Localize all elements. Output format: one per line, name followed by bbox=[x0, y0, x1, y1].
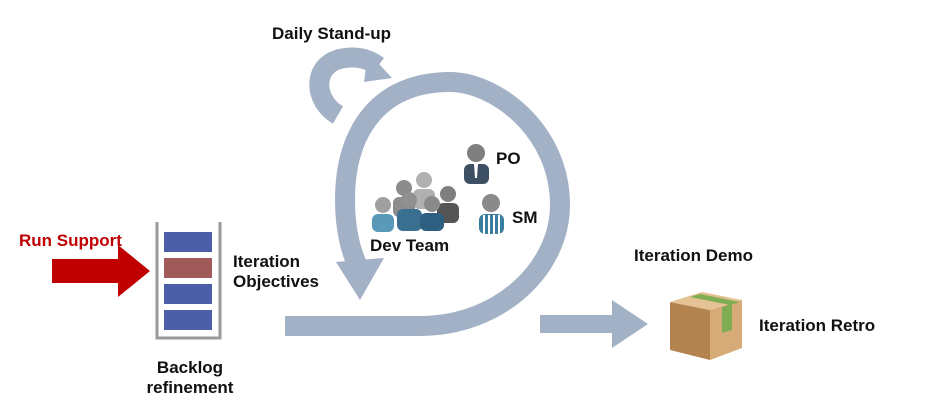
run-support-label: Run Support bbox=[19, 231, 122, 250]
iteration-objectives-line2: Objectives bbox=[233, 272, 319, 291]
backlog-refinement-label: Backlog refinement bbox=[130, 358, 250, 398]
iteration-box-icon bbox=[670, 292, 742, 360]
daily-standup-label: Daily Stand-up bbox=[272, 24, 392, 43]
iteration-objectives-label: Iteration Objectives bbox=[233, 252, 319, 292]
backlog-item bbox=[164, 232, 212, 252]
sm-label: SM bbox=[512, 208, 538, 227]
daily-standup-loop-arrow bbox=[309, 47, 392, 124]
run-support-arrow bbox=[52, 245, 150, 297]
iteration-retro-label: Iteration Retro bbox=[759, 316, 876, 335]
backlog-label-line2: refinement bbox=[146, 378, 234, 397]
sm-person-icon bbox=[479, 194, 504, 234]
backlog-label-line1: Backlog bbox=[156, 358, 224, 377]
po-label: PO bbox=[496, 149, 521, 168]
dev-team-label: Dev Team bbox=[370, 236, 450, 255]
dev-team-people-icon bbox=[372, 172, 459, 232]
iteration-objectives-line1: Iteration bbox=[233, 252, 301, 271]
po-person-icon bbox=[464, 144, 489, 184]
backlog-item bbox=[164, 310, 212, 330]
iteration-demo-label: Iteration Demo bbox=[634, 246, 754, 265]
demo-arrow bbox=[540, 300, 648, 348]
backlog-item bbox=[164, 284, 212, 304]
backlog-stack bbox=[155, 222, 222, 340]
iteration-cycle-arrow bbox=[285, 71, 571, 336]
backlog-item bbox=[164, 258, 212, 278]
